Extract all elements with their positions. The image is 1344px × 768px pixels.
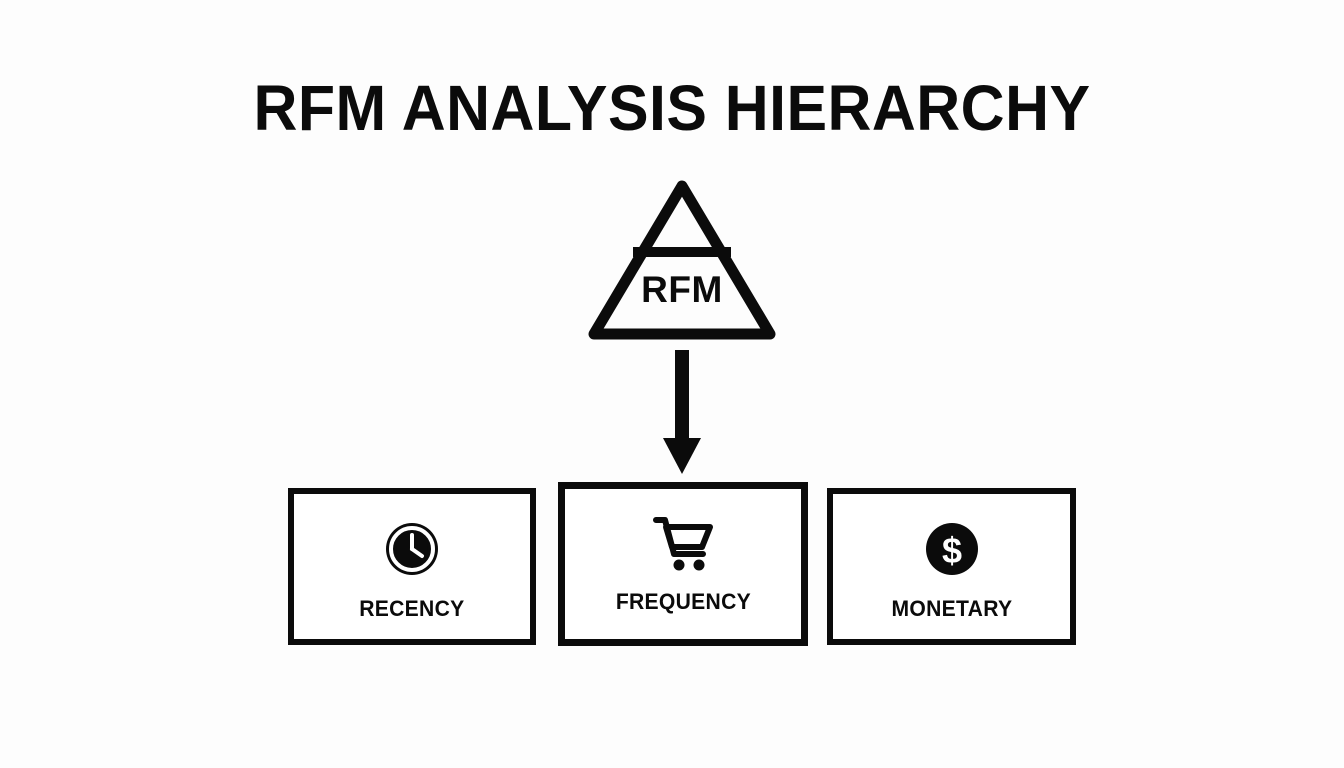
- component-card-monetary[interactable]: $ MONETARY: [827, 488, 1076, 645]
- card-content: RECENCY: [294, 494, 530, 639]
- clock-icon: [386, 523, 438, 575]
- down-arrow-icon: [663, 350, 701, 474]
- flow-connector: [656, 350, 708, 478]
- component-card-recency[interactable]: RECENCY: [288, 488, 536, 645]
- dollar-coin-icon: $: [925, 523, 978, 575]
- icon-slot: $: [924, 520, 980, 578]
- icon-slot: [384, 520, 440, 578]
- component-label-monetary: MONETARY: [891, 596, 1012, 621]
- card-content: FREQUENCY: [565, 489, 801, 639]
- component-label-recency: RECENCY: [359, 596, 465, 621]
- pyramid-node[interactable]: RFM: [586, 176, 778, 344]
- pyramid-label: RFM: [641, 269, 723, 310]
- shopping-cart-icon: [653, 517, 713, 571]
- svg-text:$: $: [941, 530, 961, 571]
- component-label-frequency: FREQUENCY: [615, 589, 751, 614]
- page-title: RFM ANALYSIS HIERARCHY: [253, 72, 1091, 144]
- component-card-frequency[interactable]: FREQUENCY: [558, 482, 808, 646]
- pyramid-icon: [588, 180, 776, 340]
- card-content: $ MONETARY: [833, 494, 1070, 639]
- icon-slot: [652, 514, 714, 572]
